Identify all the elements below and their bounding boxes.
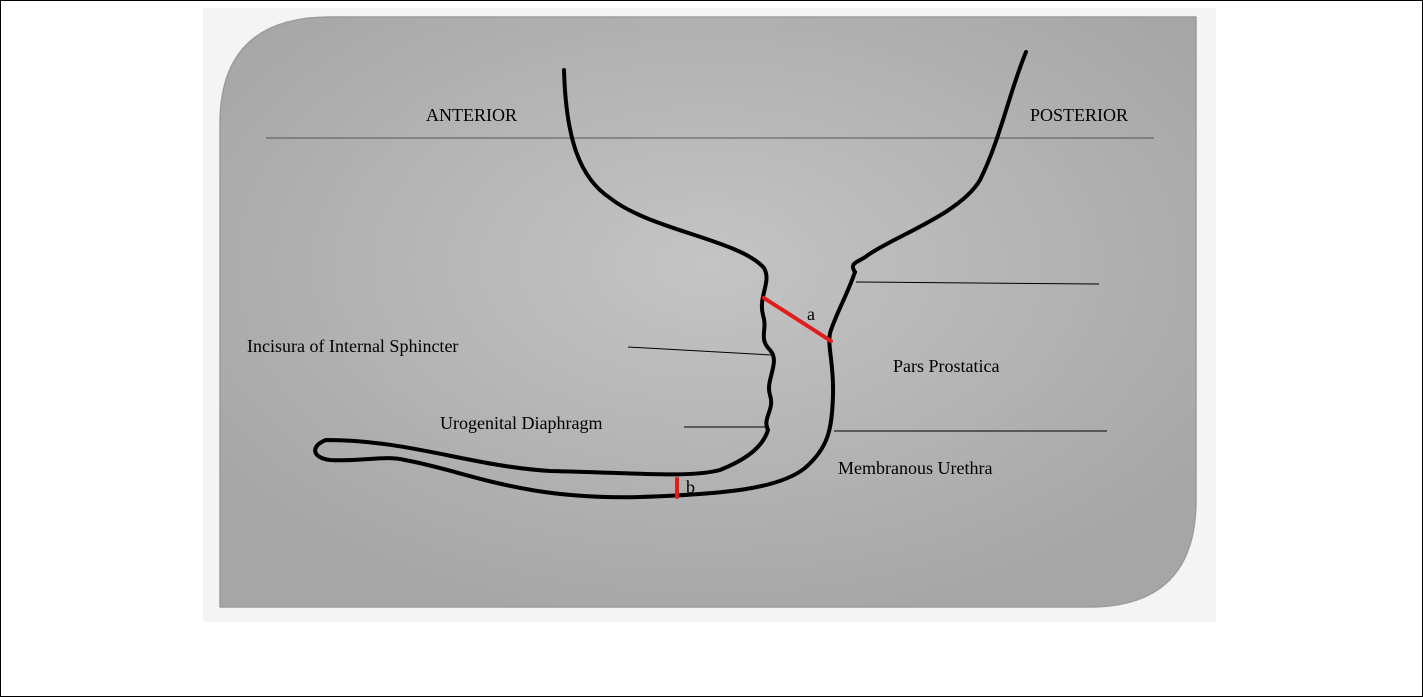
incisura-label: Incisura of Internal Sphincter bbox=[247, 336, 458, 356]
posterior-label: POSTERIOR bbox=[1030, 105, 1128, 125]
marker-b-label: b bbox=[686, 477, 695, 497]
urogenital-diaphragm-label: Urogenital Diaphragm bbox=[440, 413, 602, 433]
membranous-urethra-label: Membranous Urethra bbox=[838, 458, 992, 478]
pars-prostatica-label: Pars Prostatica bbox=[893, 356, 999, 376]
marker-a-label: a bbox=[807, 304, 815, 324]
anterior-label: ANTERIOR bbox=[426, 105, 517, 125]
